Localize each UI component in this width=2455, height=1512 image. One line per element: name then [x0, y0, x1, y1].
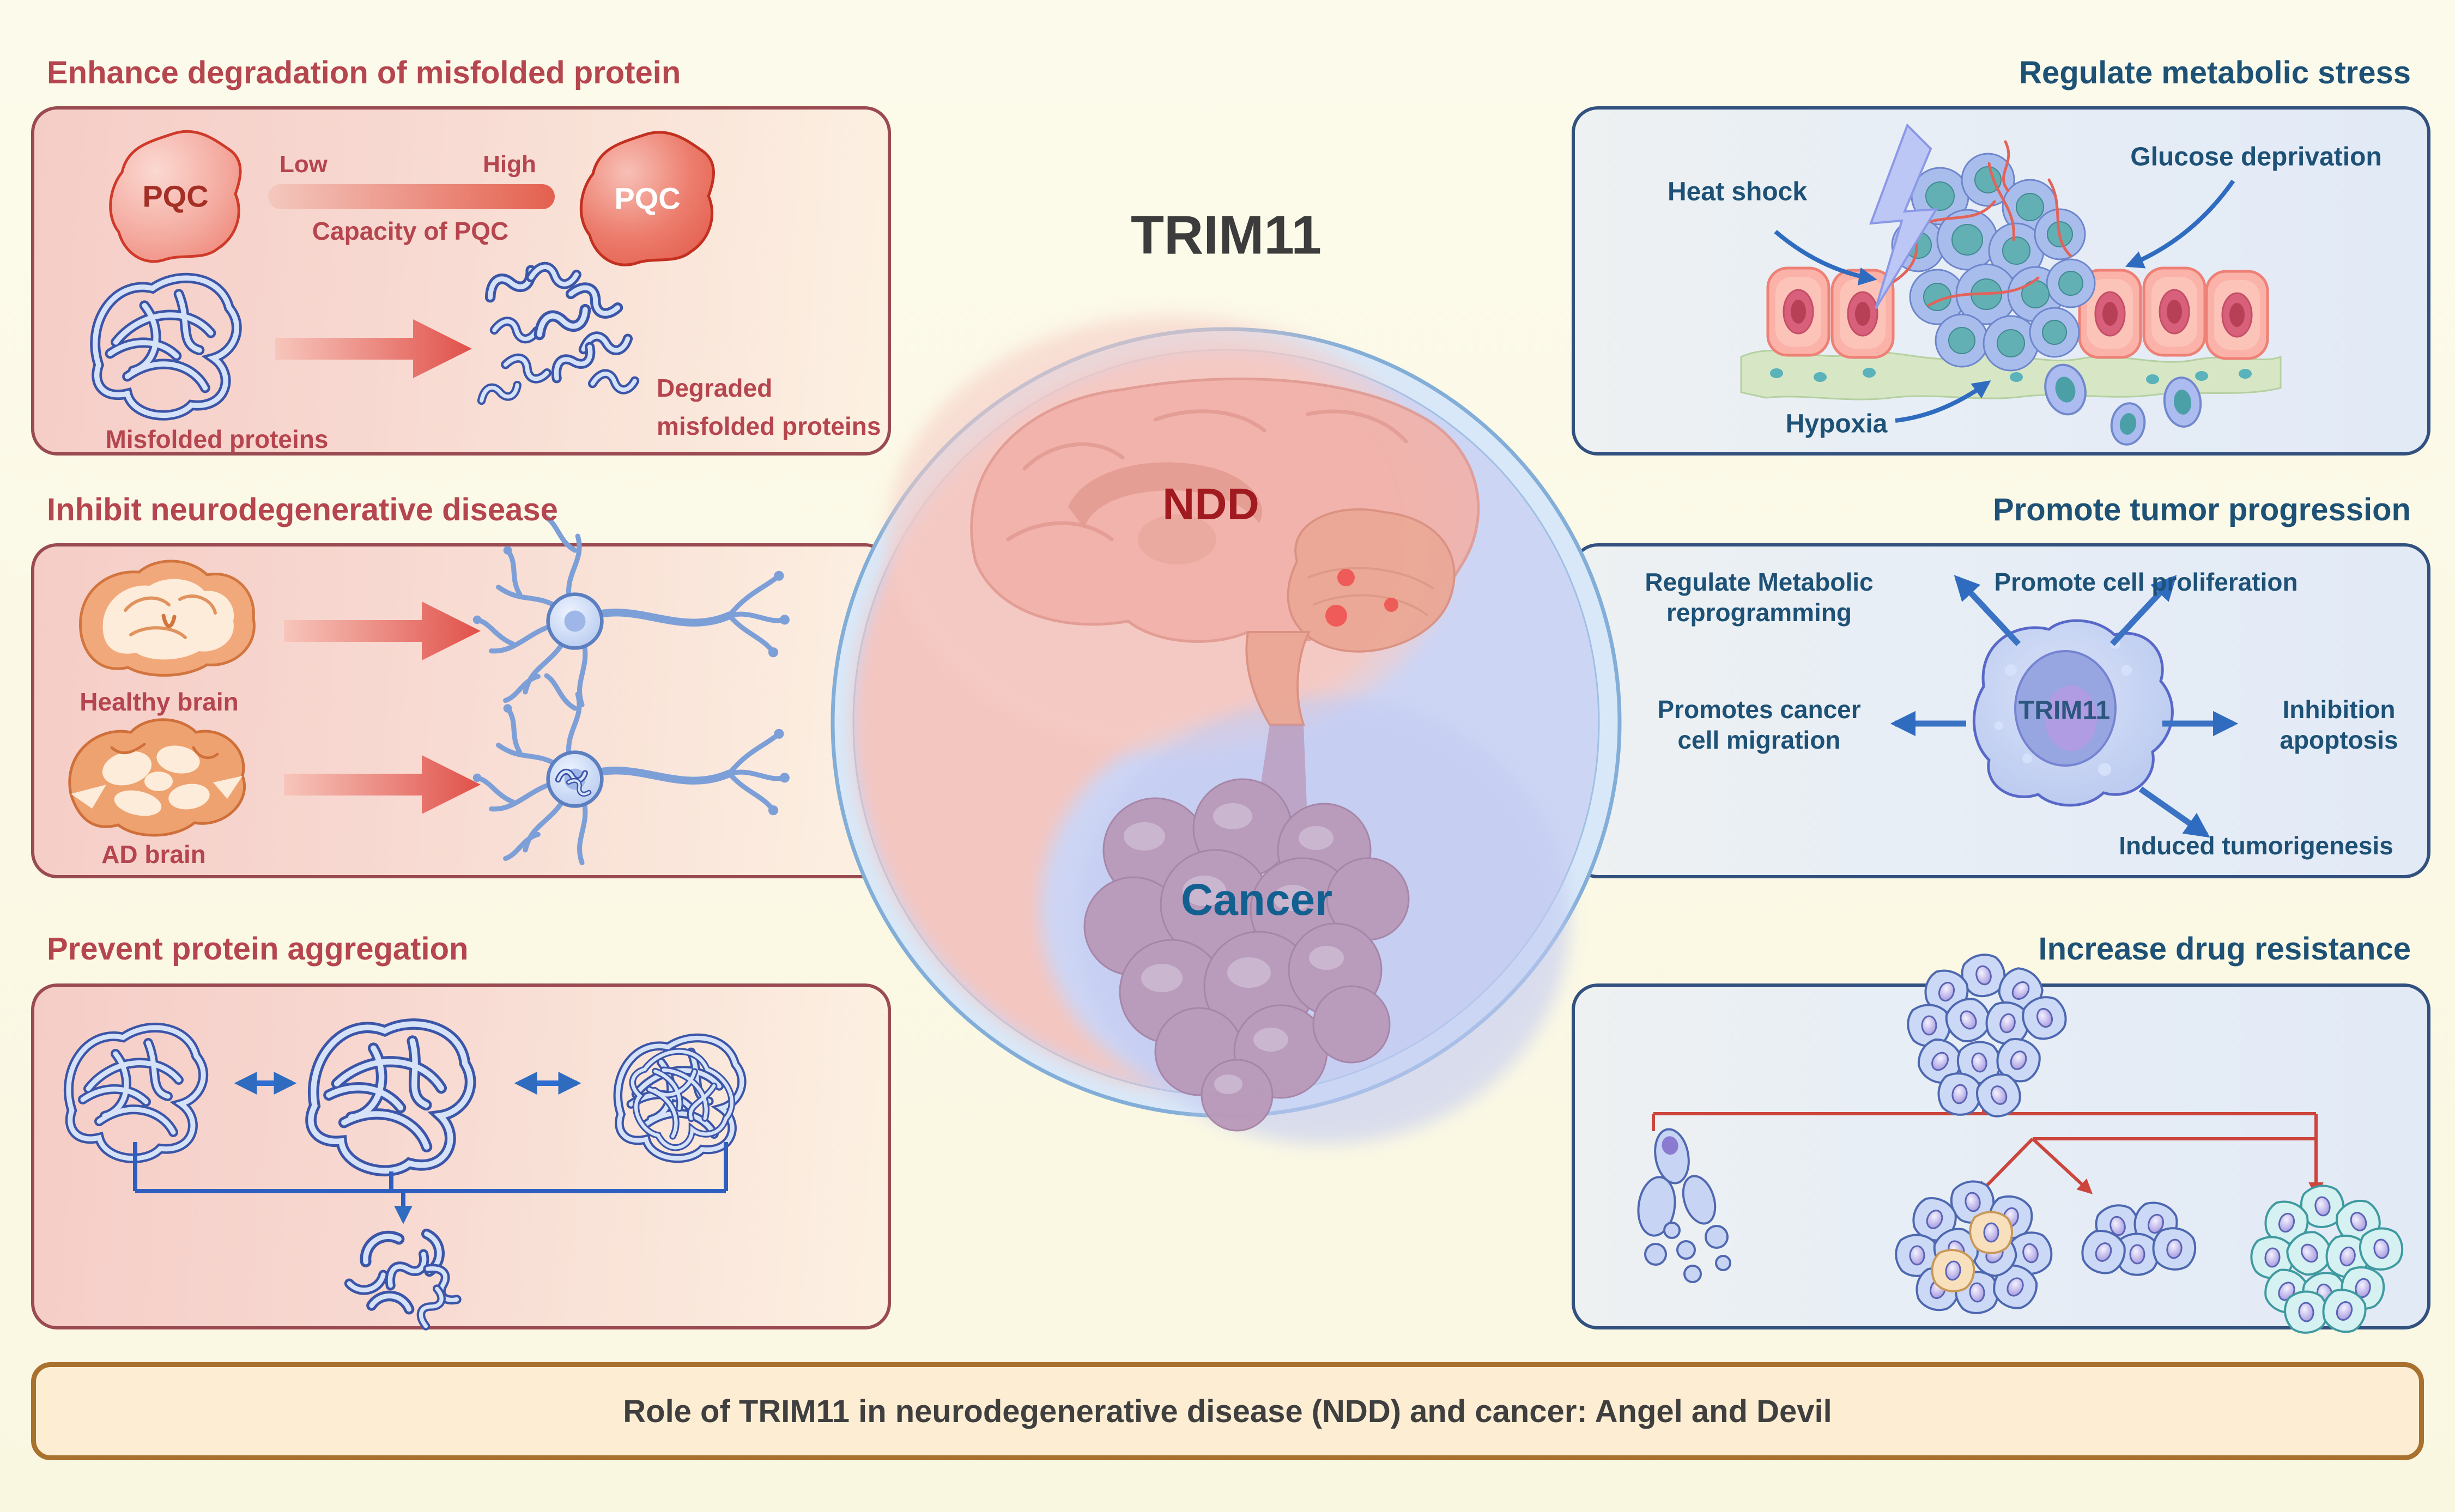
proliferation-label: Promote cell proliferation	[1994, 568, 2298, 596]
pqc-left-label: PQC	[142, 179, 209, 214]
migration-label-line2: cell migration	[1677, 726, 1841, 754]
title-metabolic: Regulate metabolic stress	[2019, 55, 2411, 90]
hypoxia-label: Hypoxia	[1785, 409, 1888, 439]
degraded-label-line1: Degraded	[657, 374, 773, 402]
apoptosis-label-line1: Inhibition	[2282, 695, 2396, 724]
migration-label-line1: Promotes cancer	[1657, 695, 1861, 724]
low-label: Low	[280, 151, 328, 178]
degraded-label-line2: misfolded proteins	[657, 412, 881, 440]
title-inhibit: Inhibit neurodegenerative disease	[47, 492, 558, 527]
yin-yang-circle-icon	[831, 316, 1622, 1144]
misfolded-label: Misfolded proteins	[105, 425, 329, 453]
healthy-brain-label: Healthy brain	[80, 688, 239, 716]
title-tumor: Promote tumor progression	[1993, 492, 2411, 527]
brain-icon	[970, 377, 1480, 726]
caption-text: Role of TRIM11 in neurodegenerative dise…	[623, 1393, 1832, 1429]
reprogramming-label-line1: Regulate Metabolic	[1645, 568, 1874, 596]
panel-prevent	[31, 983, 891, 1329]
panel-degradation	[31, 106, 891, 456]
apoptosis-label-line2: apoptosis	[2280, 726, 2398, 754]
reprogramming-label-line2: reprogramming	[1666, 598, 1852, 627]
tumor-icon	[1083, 725, 1410, 1132]
pqc-right-label: PQC	[614, 181, 681, 216]
cancer-label: Cancer	[1180, 875, 1333, 925]
ndd-label: NDD	[1162, 479, 1259, 529]
title-degradation: Enhance degradation of misfolded protein	[47, 55, 681, 90]
heat-shock-label: Heat shock	[1667, 177, 1808, 207]
high-label: High	[483, 151, 536, 178]
tumorigenesis-label: Induced tumorigenesis	[2119, 831, 2393, 860]
ad-brain-label: AD brain	[101, 840, 206, 869]
trim11-cell-label: TRIM11	[2018, 696, 2111, 725]
title-resistance: Increase drug resistance	[2038, 931, 2411, 967]
title-prevent: Prevent protein aggregation	[47, 931, 469, 967]
caption-bar: Role of TRIM11 in neurodegenerative dise…	[31, 1362, 2424, 1460]
main-title: TRIM11	[1130, 204, 1322, 266]
capacity-label: Capacity of PQC	[312, 217, 509, 245]
panel-resistance	[1572, 983, 2430, 1329]
glucose-label: Glucose deprivation	[2130, 142, 2382, 172]
